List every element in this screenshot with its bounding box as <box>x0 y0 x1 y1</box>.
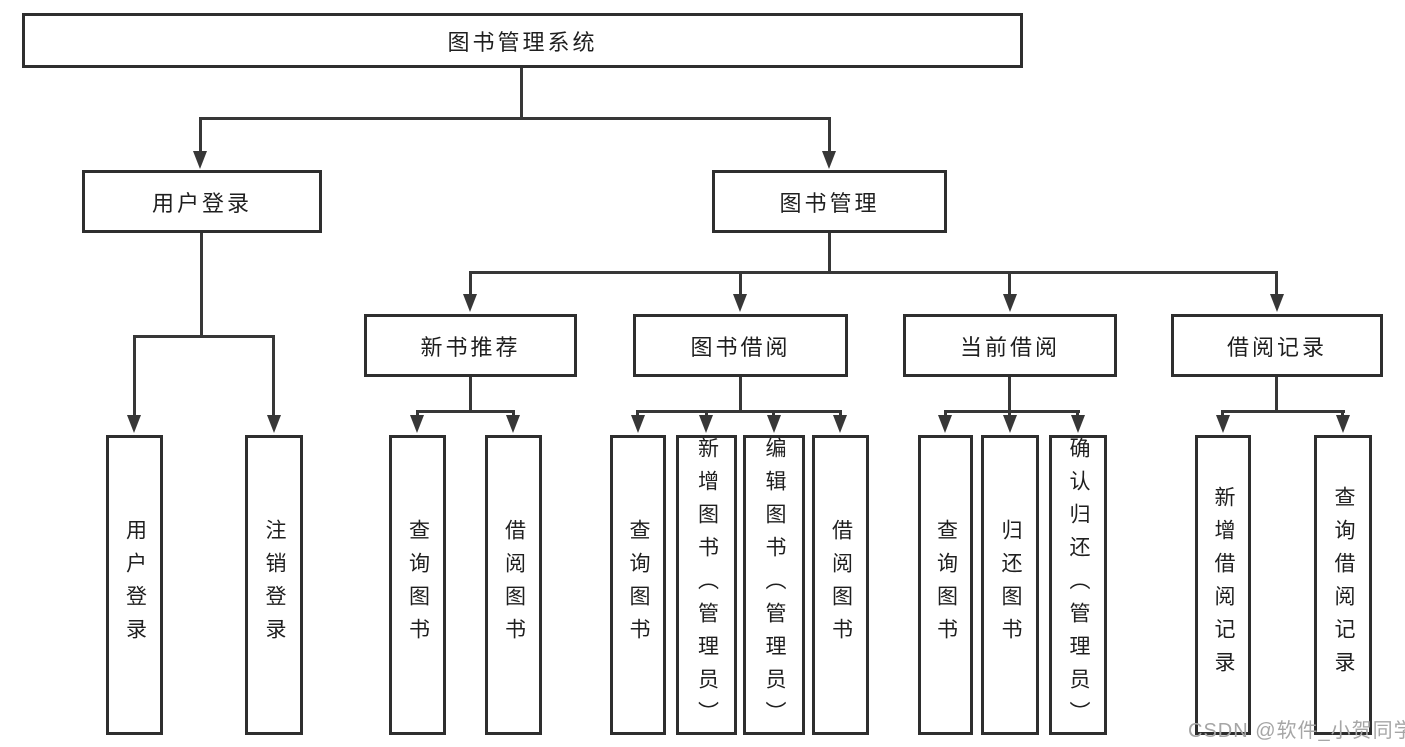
connector-leaf-edit-book-drop <box>772 410 775 418</box>
leaf-borrow-books-borrowing: 借阅图书 <box>812 435 869 735</box>
leaf-return-book: 归还图书 <box>981 435 1039 735</box>
leaf-logout: 注销登录 <box>245 435 303 735</box>
leaf-borrow-books-recommend-label: 借阅图书 <box>502 519 526 651</box>
connector-leaf-borrow2-drop <box>839 410 842 418</box>
arrowhead-leaf-borrow1 <box>506 415 520 433</box>
leaf-query-borrow-record: 查询借阅记录 <box>1314 435 1372 735</box>
connector-current-stub <box>1008 377 1011 410</box>
node-current-borrowing: 当前借阅 <box>903 314 1117 377</box>
arrowhead-leaf-return <box>1003 415 1017 433</box>
csdn-watermark: CSDN @软件_小贺同学 <box>1188 720 1405 742</box>
leaf-confirm-return-admin: 确认归还（管理员） <box>1049 435 1107 735</box>
leaf-edit-book-admin: 编辑图书（管理员） <box>743 435 805 735</box>
leaf-query-borrow-record-label: 查询借阅记录 <box>1332 486 1355 684</box>
leaf-return-book-label: 归还图书 <box>999 519 1022 651</box>
connector-borrowing-hline <box>636 410 842 413</box>
connector-leaf-query3-drop <box>944 410 947 418</box>
connector-level3-hline <box>469 271 1277 274</box>
connector-leaf-return-drop <box>1008 410 1011 418</box>
connector-user-login-hline <box>133 335 275 338</box>
leaf-query-books-borrowing: 查询图书 <box>610 435 666 735</box>
node-root-label: 图书管理系统 <box>447 29 598 55</box>
connector-records-drop <box>1275 271 1278 296</box>
arrowhead-leaf-borrow2 <box>833 415 847 433</box>
leaf-add-book-admin: 新增图书（管理员） <box>676 435 737 735</box>
node-new-book-recommend: 新书推荐 <box>364 314 577 377</box>
node-user-login-label: 用户登录 <box>151 190 252 216</box>
connector-current-hline <box>944 410 1080 413</box>
connector-leaf-user-login-drop <box>133 335 136 417</box>
connector-leaf-add-record-drop <box>1221 410 1224 418</box>
arrowhead-leaf-user-login <box>127 415 141 433</box>
arrowhead-leaf-add-record <box>1216 415 1230 433</box>
node-borrowing-records-label: 借阅记录 <box>1226 334 1327 360</box>
leaf-borrow-books-borrowing-label: 借阅图书 <box>829 519 853 651</box>
arrowhead-leaf-edit-book <box>767 415 781 433</box>
arrowhead-leaf-add-book <box>699 415 713 433</box>
leaf-query-books-borrowing-label: 查询图书 <box>627 519 650 651</box>
connector-leaf-query2-drop <box>636 410 639 418</box>
arrowhead-user-login <box>193 151 207 169</box>
connector-user-login-drop <box>199 117 202 153</box>
arrowhead-leaf-logout <box>267 415 281 433</box>
connector-user-login-stub <box>200 233 203 335</box>
connector-book-mgmt-drop <box>828 117 831 153</box>
arrowhead-leaf-query2 <box>631 415 645 433</box>
node-user-login: 用户登录 <box>82 170 322 233</box>
connector-borrowing-stub <box>739 377 742 410</box>
connector-records-stub <box>1275 377 1278 410</box>
node-borrowing-records: 借阅记录 <box>1171 314 1383 377</box>
connector-leaf-query1-drop <box>416 410 419 418</box>
connector-book-mgmt-stub <box>828 233 831 271</box>
node-new-book-recommend-label: 新书推荐 <box>420 334 521 360</box>
connector-current-drop <box>1008 271 1011 296</box>
leaf-query-books-recommend: 查询图书 <box>389 435 446 735</box>
arrowhead-borrowing <box>733 294 747 312</box>
node-current-borrowing-label: 当前借阅 <box>959 334 1060 360</box>
leaf-query-books-recommend-label: 查询图书 <box>406 519 430 651</box>
connector-leaf-borrow1-drop <box>512 410 515 418</box>
leaf-user-login-label: 用户登录 <box>123 519 147 651</box>
leaf-query-books-current-label: 查询图书 <box>934 519 958 651</box>
arrowhead-leaf-query1 <box>410 415 424 433</box>
connector-recommend-hline <box>416 410 515 413</box>
leaf-query-books-current: 查询图书 <box>918 435 973 735</box>
leaf-edit-book-admin-label: 编辑图书（管理员） <box>763 436 786 734</box>
arrowhead-recommend <box>463 294 477 312</box>
connector-level1-hline <box>199 117 831 120</box>
leaf-user-login: 用户登录 <box>106 435 163 735</box>
arrowhead-leaf-confirm <box>1071 415 1085 433</box>
connector-recommend-drop <box>469 271 472 296</box>
node-book-borrowing: 图书借阅 <box>633 314 848 377</box>
arrowhead-records <box>1270 294 1284 312</box>
arrowhead-leaf-query3 <box>938 415 952 433</box>
connector-leaf-logout-drop <box>272 335 275 417</box>
connector-records-hline <box>1221 410 1345 413</box>
node-book-borrowing-label: 图书借阅 <box>690 334 791 360</box>
arrowhead-current <box>1003 294 1017 312</box>
connector-borrowing-drop <box>739 271 742 296</box>
leaf-confirm-return-admin-label: 确认归还（管理员） <box>1067 436 1090 734</box>
connector-recommend-stub <box>469 377 472 410</box>
node-book-management: 图书管理 <box>712 170 947 233</box>
node-book-management-label: 图书管理 <box>779 190 880 216</box>
connector-leaf-query-record-drop <box>1341 410 1344 418</box>
arrowhead-book-mgmt <box>822 151 836 169</box>
arrowhead-leaf-query-record <box>1336 415 1350 433</box>
connector-root-stub <box>520 68 523 117</box>
leaf-logout-label: 注销登录 <box>263 519 286 651</box>
leaf-add-borrow-record-label: 新增借阅记录 <box>1212 486 1235 684</box>
connector-leaf-add-book-drop <box>705 410 708 418</box>
leaf-add-borrow-record: 新增借阅记录 <box>1195 435 1251 735</box>
leaf-add-book-admin-label: 新增图书（管理员） <box>695 436 719 734</box>
node-root: 图书管理系统 <box>22 13 1023 68</box>
leaf-borrow-books-recommend: 借阅图书 <box>485 435 542 735</box>
connector-leaf-confirm-drop <box>1076 410 1079 418</box>
